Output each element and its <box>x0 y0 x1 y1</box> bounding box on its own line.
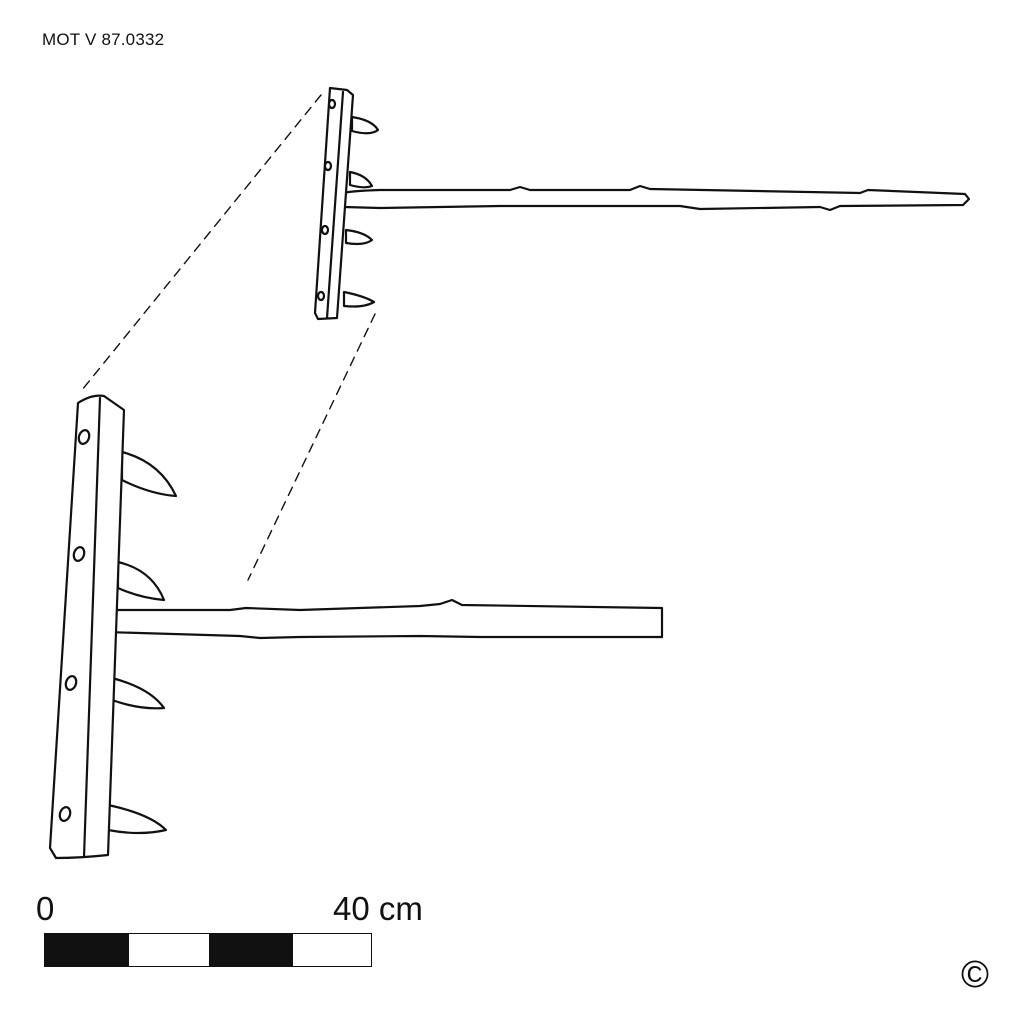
rake-small-tine <box>350 115 380 135</box>
rake-large-head-ridge <box>82 396 102 859</box>
scale-segment <box>45 934 129 966</box>
rake-large-tine <box>116 560 166 602</box>
rake-large-tine <box>110 676 166 710</box>
rake-large-head <box>48 394 126 860</box>
scale-segment <box>209 934 293 966</box>
rake-small-tine <box>344 228 374 246</box>
rake-small-tine <box>348 170 374 189</box>
scale-segment <box>129 934 209 966</box>
rake-small-tine <box>342 290 376 308</box>
rake-large-tine <box>106 803 168 835</box>
projection-lines <box>81 94 376 581</box>
scale-segment <box>293 934 370 966</box>
rake-small-handle <box>339 184 971 212</box>
rake-small <box>313 86 971 321</box>
catalog-id: MOT V 87.0332 <box>42 30 165 49</box>
scale-max-label: 40 cm <box>333 890 423 927</box>
scale-bar <box>44 933 372 967</box>
rake-large-handle <box>99 598 664 640</box>
rake-small-head-ridge <box>325 90 345 320</box>
scale-zero-label: 0 <box>36 890 55 927</box>
rake-large-tine <box>120 450 178 498</box>
copyright-icon: © <box>961 954 989 996</box>
rake-small-head <box>313 86 355 321</box>
rake-large <box>48 394 664 860</box>
